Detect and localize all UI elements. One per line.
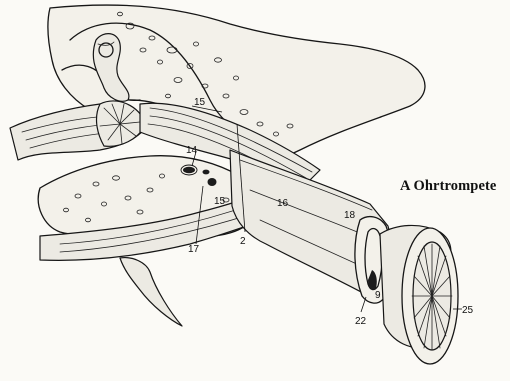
label-22: 22: [355, 316, 367, 327]
ear-canal-left: [10, 101, 148, 160]
label-25: 25: [462, 305, 474, 316]
figure-caption: A Ohrtrompete: [400, 178, 497, 194]
label-18: 18: [344, 210, 356, 221]
label-2: 2: [240, 236, 246, 247]
label-15-upper: 15: [194, 97, 206, 108]
label-17: 17: [188, 244, 200, 255]
label-16: 16: [277, 198, 289, 209]
label-9: 9: [375, 290, 381, 301]
label-14: 14: [186, 145, 198, 156]
label-15-lower: 15: [214, 196, 226, 207]
pharyngeal-ostium: [380, 225, 458, 364]
